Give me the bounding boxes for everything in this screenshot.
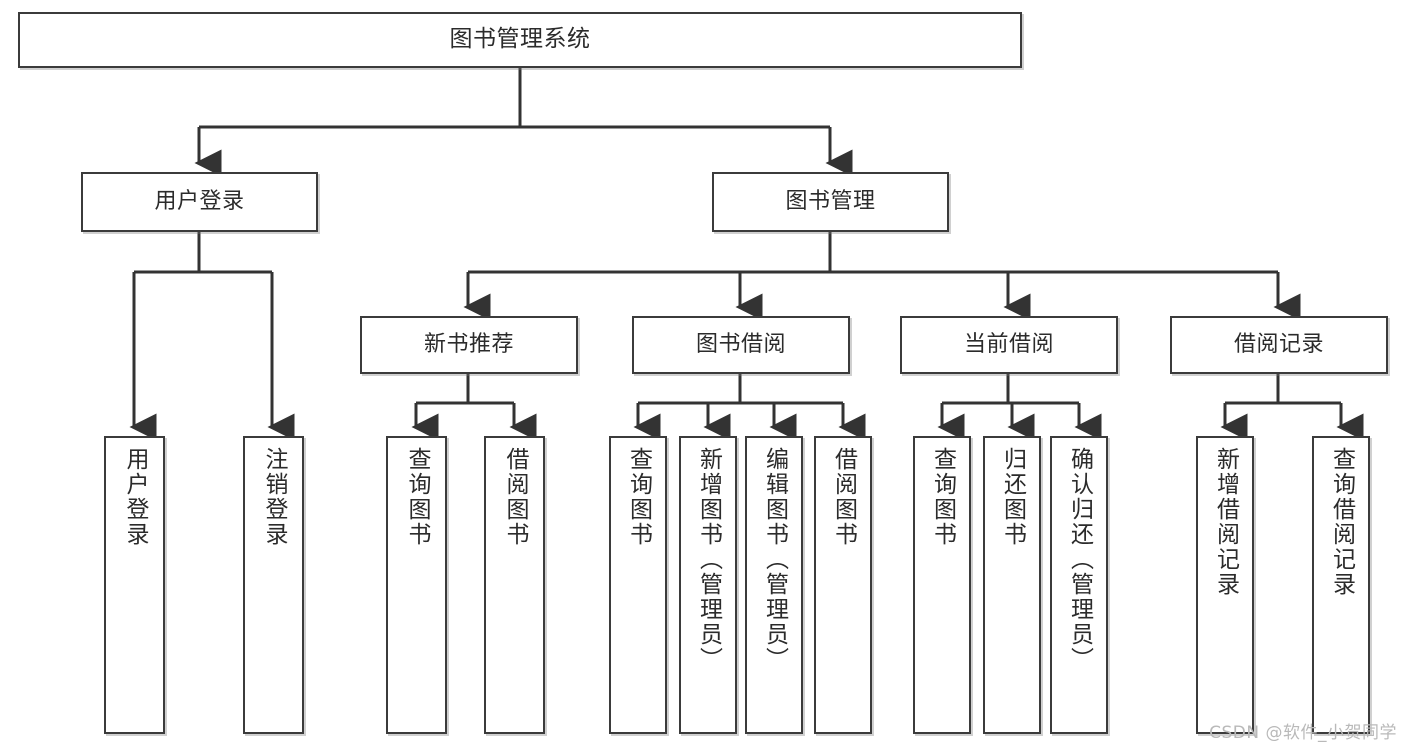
node-label: 图书管理 — [785, 188, 876, 214]
leaf-return-book[interactable]: 归还图书 — [983, 436, 1041, 734]
node-current-borrow[interactable]: 当前借阅 — [900, 316, 1118, 374]
leaf-add-borrow-record[interactable]: 新增借阅记录 — [1196, 436, 1254, 734]
node-label: 查询图书 — [929, 447, 956, 547]
node-label: 图书管理系统 — [449, 26, 591, 53]
node-label: 注销登录 — [261, 447, 287, 547]
leaf-edit-book-admin[interactable]: 编辑图书（管理员） — [745, 436, 803, 734]
node-label: 查询借阅记录 — [1328, 447, 1355, 597]
leaf-query-book-newbook[interactable]: 查询图书 — [386, 436, 447, 734]
node-borrow-records[interactable]: 借阅记录 — [1170, 316, 1388, 374]
leaf-logout[interactable]: 注销登录 — [243, 436, 304, 734]
node-label: 查询图书 — [404, 447, 430, 547]
node-label: 图书借阅 — [695, 331, 786, 357]
leaf-user-login[interactable]: 用户登录 — [104, 436, 165, 734]
node-label: 借阅图书 — [502, 447, 528, 547]
node-label: 新增图书（管理员） — [695, 447, 722, 672]
leaf-confirm-return-admin[interactable]: 确认归还（管理员） — [1050, 436, 1108, 734]
node-book-borrow[interactable]: 图书借阅 — [632, 316, 850, 374]
node-new-book-recommend[interactable]: 新书推荐 — [360, 316, 578, 374]
node-label: 归还图书 — [999, 447, 1026, 547]
node-label: 新书推荐 — [423, 331, 514, 357]
node-root-book-management-system[interactable]: 图书管理系统 — [18, 12, 1022, 68]
leaf-borrow-book-newbook[interactable]: 借阅图书 — [484, 436, 545, 734]
node-label: 当前借阅 — [963, 331, 1054, 357]
node-book-management[interactable]: 图书管理 — [712, 172, 949, 232]
node-label: 用户登录 — [122, 447, 148, 547]
node-label: 新增借阅记录 — [1212, 447, 1239, 597]
watermark: CSDN @软件_小贺同学 — [1209, 723, 1397, 743]
node-label: 借阅记录 — [1233, 331, 1324, 357]
leaf-query-book-borrow[interactable]: 查询图书 — [609, 436, 667, 734]
node-label: 用户登录 — [154, 188, 245, 214]
node-label: 确认归还（管理员） — [1066, 447, 1093, 672]
node-label: 查询图书 — [625, 447, 652, 547]
node-label: 编辑图书（管理员） — [761, 447, 788, 672]
leaf-borrow-book[interactable]: 借阅图书 — [814, 436, 872, 734]
leaf-query-borrow-record[interactable]: 查询借阅记录 — [1312, 436, 1370, 734]
node-label: 借阅图书 — [830, 447, 857, 547]
leaf-query-book-current[interactable]: 查询图书 — [913, 436, 971, 734]
leaf-add-book-admin[interactable]: 新增图书（管理员） — [679, 436, 737, 734]
node-user-login[interactable]: 用户登录 — [81, 172, 318, 232]
